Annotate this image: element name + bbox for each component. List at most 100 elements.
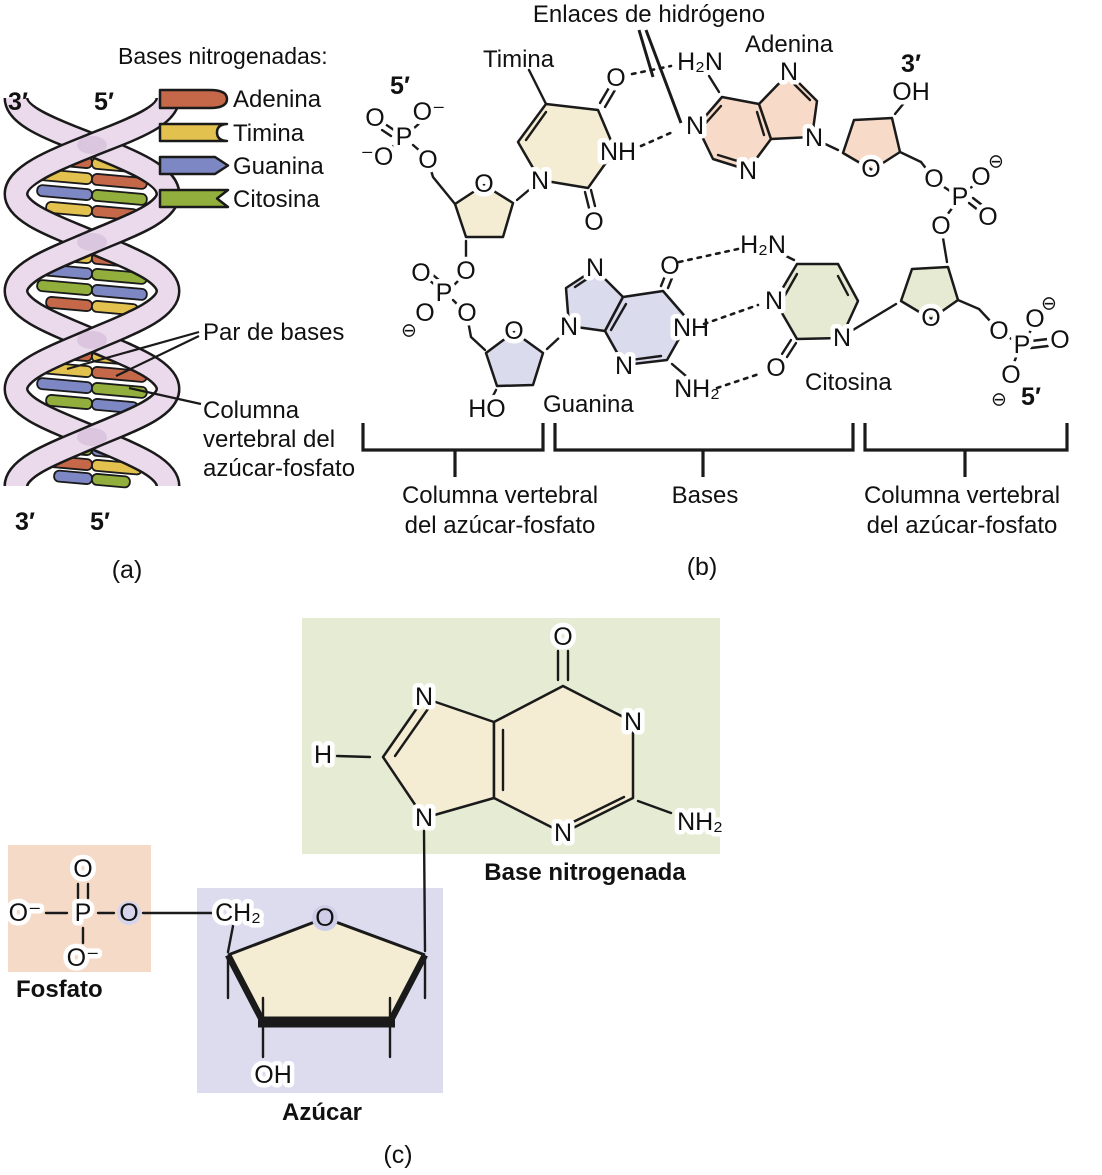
guanina-n3: N <box>615 352 633 380</box>
oxygen: O <box>989 317 1008 345</box>
timina-o4: O <box>606 64 625 92</box>
panel-c: O N N N N H NH₂ Base nitrogenada O P O⁻ … <box>4 618 727 1169</box>
citosina-n1: N <box>833 324 851 352</box>
adenina-sugar-ring <box>841 116 902 172</box>
citosina-swatch-icon <box>158 188 230 209</box>
backbone-brackets: Columna vertebral del azúcar-fosfato Bas… <box>361 423 1069 539</box>
timina-n3h: NH <box>600 138 636 166</box>
hydrogen-bonds <box>630 64 764 390</box>
oxygen: O <box>415 299 434 327</box>
base-nitrogenada-label: Base nitrogenada <box>484 859 686 886</box>
base-nitrogenada-structure: O N N N N H NH₂ Base nitrogenada <box>309 619 727 953</box>
oxygen: O <box>971 163 990 191</box>
phosphorus: P <box>75 899 92 927</box>
three-prime-top-label: 3′ <box>8 88 28 116</box>
fosfato-structure: O P O⁻ O⁻ O Fosfato <box>4 851 215 1003</box>
guanina-o6: O <box>660 252 679 280</box>
guanina-hexagon-ring <box>603 289 691 367</box>
base-o6: O <box>553 623 572 651</box>
timina-sugar-ring <box>453 183 515 239</box>
timina-nucleotide: N NH O O O Timina <box>428 46 641 263</box>
enlaces-leader-lines <box>637 29 683 124</box>
timina-swatch-icon <box>158 122 229 143</box>
timina-label: Timina <box>483 46 555 73</box>
caption-c: (c) <box>383 1141 412 1169</box>
oxygen-highlight-circle <box>312 905 338 931</box>
adenina-label: Adenina <box>745 31 834 58</box>
panel-a: 3′ 5′ 3′ 5′ (a) Bases nitrogenadas: Aden… <box>8 43 355 584</box>
legend-bases-nitrogenadas: Bases nitrogenadas: Adenina Timina Guani… <box>118 43 328 213</box>
base-pair-rung <box>36 279 148 301</box>
guanina-n9: N <box>560 313 578 341</box>
adenina-nucleotide: N N N N H₂N O OH 3′ Adenina <box>673 31 935 190</box>
legend-label-adenina: Adenina <box>233 86 322 113</box>
guanina-n7: N <box>586 254 604 282</box>
bracket-left-label-line1: Columna vertebral <box>402 482 598 509</box>
oxygen-negative: O⁻ <box>9 899 42 927</box>
azucar-o: O <box>315 904 334 932</box>
circled-minus-icon: ⊖ <box>401 321 417 342</box>
adenina-n3: N <box>739 157 757 185</box>
oxygen: O <box>73 855 92 883</box>
phosphate-group-1: P O O⁻ ⁻O O 5′ <box>356 72 450 179</box>
base-nh2: NH₂ <box>677 808 723 836</box>
five-prime-right-label: 5′ <box>1021 383 1041 411</box>
citosina-sugar-ring <box>899 265 960 321</box>
base-hexagon-ring <box>492 684 635 835</box>
three-prime-right-label: 3′ <box>901 50 921 78</box>
oxygen: O <box>1050 326 1069 354</box>
legend-label-timina: Timina <box>233 120 305 147</box>
phosphorus: P <box>952 183 969 211</box>
phosphate-group-4: P O O ⊖ O O ⊖ 5′ <box>985 290 1074 414</box>
five-prime-top-label: 5′ <box>94 88 114 116</box>
phosphate-group-3: P O O ⊖ O O <box>920 148 1008 245</box>
backbone-label-line1: Columna <box>203 397 300 424</box>
legend-label-citosina: Citosina <box>233 186 320 213</box>
timina-o2: O <box>584 208 603 236</box>
par-de-bases-label: Par de bases <box>203 319 344 346</box>
oxygen: O <box>365 104 384 132</box>
oxygen: O <box>119 899 138 927</box>
azucar-structure: O CH₂ OH Azúcar <box>211 895 428 1126</box>
azucar-pentagon <box>228 918 425 1022</box>
citosina-label: Citosina <box>805 369 892 396</box>
azucar-ch2: CH₂ <box>215 899 261 927</box>
citosina-sugar-o: O <box>921 304 940 332</box>
adenina-n9: N <box>805 124 823 152</box>
base-n1: N <box>624 708 642 736</box>
backbone-label-line3: azúcar-fosfato <box>203 455 355 482</box>
base-h8: H <box>314 741 332 769</box>
base-n9: N <box>415 804 433 832</box>
oxygen-highlight-circle <box>117 901 141 925</box>
guanina-swatch-icon <box>158 155 230 176</box>
backbone-leader-line <box>128 386 202 406</box>
par-de-bases-leader-lines <box>66 330 200 377</box>
bases-label: Bases <box>672 482 739 509</box>
bracket-right-label-line2: del azúcar-fosfato <box>867 512 1058 539</box>
oxygen: O <box>411 259 430 287</box>
guanina-nh2: NH₂ <box>674 375 720 403</box>
oxygen: O <box>457 299 476 327</box>
oxygen-negative: ⁻O <box>361 143 394 171</box>
adenina-oh: OH <box>892 78 930 106</box>
phosphorus: P <box>396 123 413 151</box>
three-prime-bottom-label: 3′ <box>15 508 35 536</box>
crossing-shading <box>77 136 107 446</box>
bracket-left-label-line2: del azúcar-fosfato <box>405 512 596 539</box>
oxygen-negative: O⁻ <box>67 944 100 972</box>
oxygen: O <box>924 165 943 193</box>
adenina-sugar-o: O <box>861 155 880 183</box>
phosphorus: P <box>436 279 453 307</box>
base-n3: N <box>554 819 572 847</box>
base-pair-rung <box>36 184 148 206</box>
guanina-label: Guanina <box>543 391 634 418</box>
citosina-o2: O <box>766 354 785 382</box>
azucar-label: Azúcar <box>282 1099 362 1126</box>
base-pair-rung <box>53 469 131 489</box>
legend-label-guanina: Guanina <box>233 153 324 180</box>
timina-ring <box>516 102 617 190</box>
guanina-n1h: NH <box>673 314 709 342</box>
circled-minus-icon: ⊖ <box>991 390 1007 411</box>
